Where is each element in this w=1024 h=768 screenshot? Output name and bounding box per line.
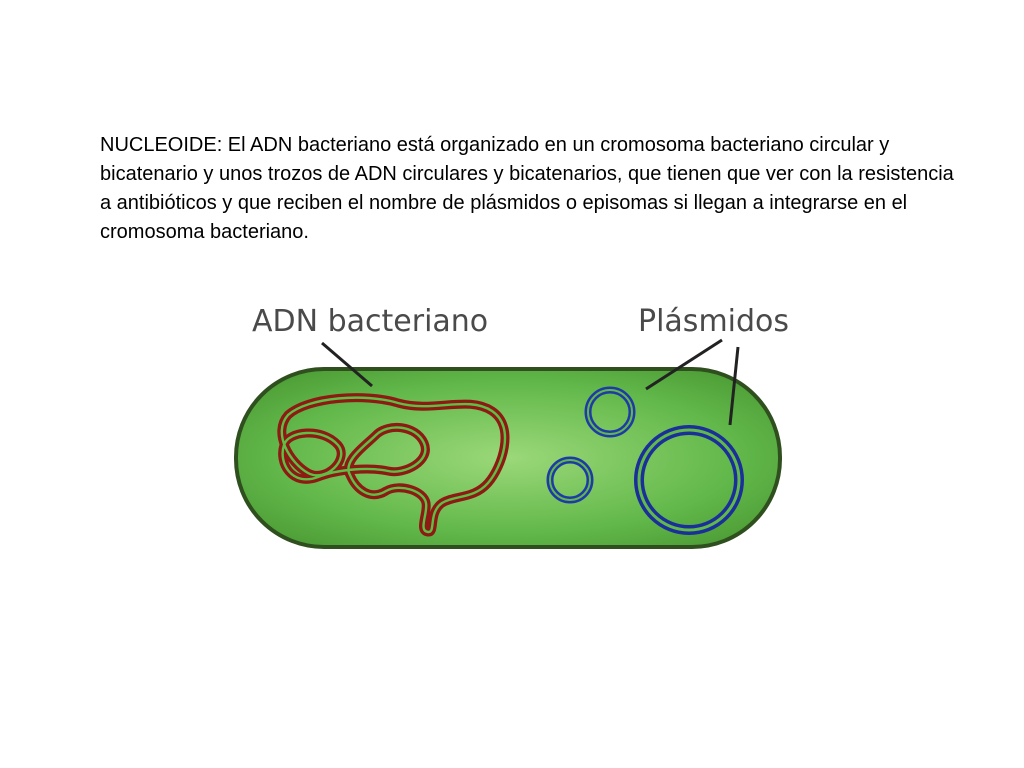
- bacterial-cell: [234, 367, 782, 549]
- nucleoid-description: NUCLEOIDE: El ADN bacteriano está organi…: [100, 134, 954, 243]
- pointer-line-dna: [321, 341, 373, 388]
- label-plasmidos: Plásmidos: [638, 304, 789, 339]
- pointer-line-plasmid-large: [728, 346, 740, 426]
- plasmid-small-top: [584, 386, 636, 438]
- plasmid-small-left: [546, 456, 594, 504]
- plasmid-large: [634, 425, 744, 535]
- pointer-line-plasmid-small: [645, 338, 723, 391]
- bacterial-chromosome: [277, 393, 510, 537]
- label-dna-bacteriano: ADN bacteriano: [252, 304, 488, 339]
- bacterium-diagram: ADN bacteriano Plásmidos: [234, 304, 789, 549]
